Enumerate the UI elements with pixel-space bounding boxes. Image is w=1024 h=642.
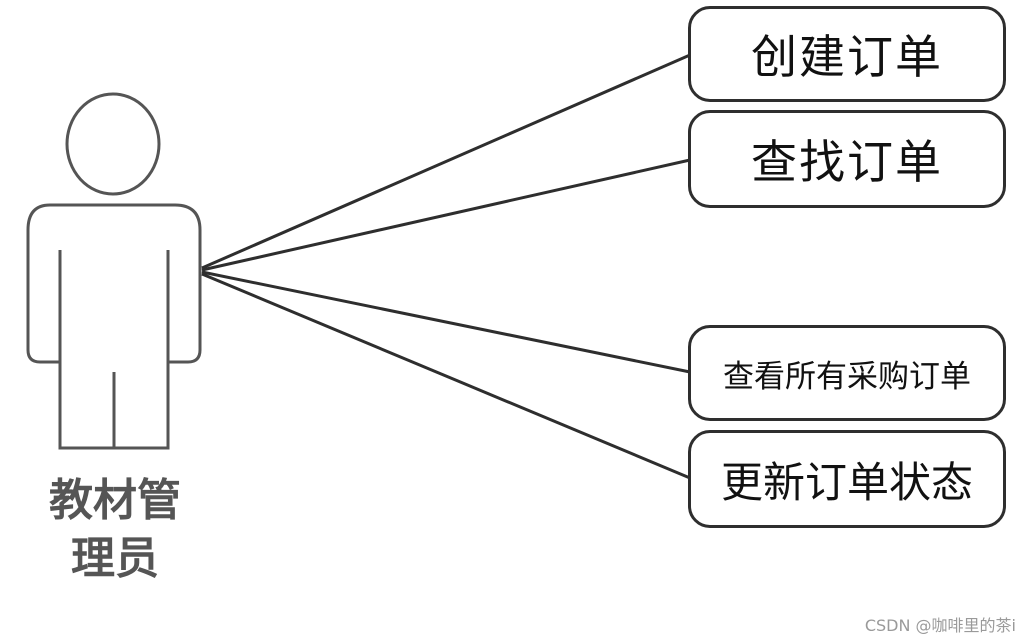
- use-case-update-order-status[interactable]: 更新订单状态: [688, 430, 1006, 528]
- use-case-label: 创建订单: [751, 30, 943, 84]
- association-line-1: [201, 53, 691, 270]
- association-lines: [201, 53, 691, 480]
- actor-body: [26, 203, 202, 450]
- actor-label-line1: 教材管: [49, 475, 181, 526]
- actor-head: [65, 92, 161, 196]
- use-case-label: 更新订单状态: [720, 457, 973, 507]
- actor-figure: [26, 92, 202, 450]
- use-case-label: 查找订单: [751, 135, 943, 189]
- watermark: CSDN @咖啡里的茶i: [864, 616, 1016, 635]
- actor-label-line2: 理员: [71, 533, 159, 584]
- use-case-view-all-purchase-orders[interactable]: 查看所有采购订单: [688, 325, 1006, 421]
- use-case-label: 查看所有采购订单: [723, 358, 971, 395]
- use-case-find-order[interactable]: 查找订单: [688, 110, 1006, 208]
- actor-label: 教材管 理员: [30, 472, 200, 588]
- association-line-3: [201, 270, 691, 374]
- use-case-create-order[interactable]: 创建订单: [688, 6, 1006, 102]
- association-line-2: [201, 158, 691, 272]
- association-line-4: [201, 272, 691, 480]
